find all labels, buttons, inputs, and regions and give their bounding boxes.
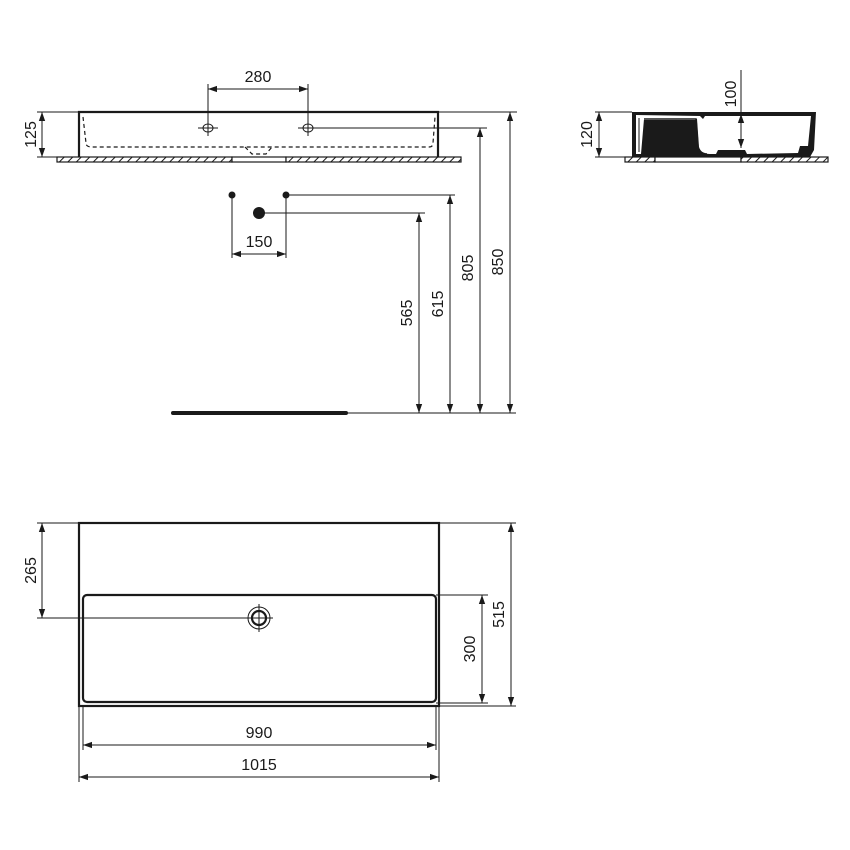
- tap-hole-left: [198, 120, 218, 136]
- dim-label-150: 150: [246, 234, 273, 251]
- dim-waste-height: 565: [399, 213, 423, 413]
- dim-label-100: 100: [723, 81, 740, 108]
- dim-overall-width: 1015: [78, 720, 440, 782]
- front-elevation-view: 280 125: [23, 69, 517, 163]
- dim-label-990: 990: [246, 725, 273, 742]
- waste-outlet-plan: [245, 604, 273, 632]
- bowl-hidden-line: [82, 116, 436, 148]
- dim-label-565: 565: [399, 300, 416, 327]
- dim-rim-height: 850: [490, 112, 514, 413]
- dim-tap-height: 805: [460, 128, 484, 413]
- dim-label-120: 120: [579, 121, 596, 148]
- drain-hidden-line: [244, 146, 273, 155]
- side-section-view: 120 100: [579, 70, 829, 163]
- dim-label-125: 125: [23, 121, 40, 148]
- basin-outline-front: [77, 110, 440, 157]
- basin-outline-plan: [77, 521, 441, 708]
- dim-tap-hole-spacing: 280: [207, 69, 309, 122]
- dim-overall-depth: 515: [439, 522, 516, 707]
- dim-label-615: 615: [430, 291, 447, 318]
- dim-label-300: 300: [462, 636, 479, 663]
- dim-bowl-depth-side: 100: [723, 70, 745, 148]
- dim-label-265: 265: [23, 557, 40, 584]
- dim-label-850: 850: [490, 249, 507, 276]
- dim-waste-from-back: 265: [23, 522, 247, 619]
- dim-bowl-width: 990: [82, 720, 437, 750]
- dim-label-1015: 1015: [241, 757, 277, 774]
- countertop-front: [56, 156, 462, 163]
- dim-label-515: 515: [491, 601, 508, 628]
- dim-bowl-depth-plan: 300: [436, 594, 488, 704]
- dim-supply-spacing: 150: [232, 234, 286, 258]
- dim-supply-height: 615: [430, 195, 454, 413]
- dim-label-805: 805: [460, 255, 477, 282]
- tap-hole-right: [298, 120, 318, 136]
- plan-view: 265 300 515 990 1015: [23, 521, 516, 782]
- dim-overall-height-side: 120: [579, 111, 632, 158]
- dim-basin-height: 125: [23, 111, 79, 158]
- installation-diagram: 150 565 615 805 850: [171, 112, 516, 415]
- dim-label-280: 280: [245, 69, 272, 86]
- bowl-outline-plan: [81, 593, 438, 704]
- basin-section-outline: [632, 112, 816, 157]
